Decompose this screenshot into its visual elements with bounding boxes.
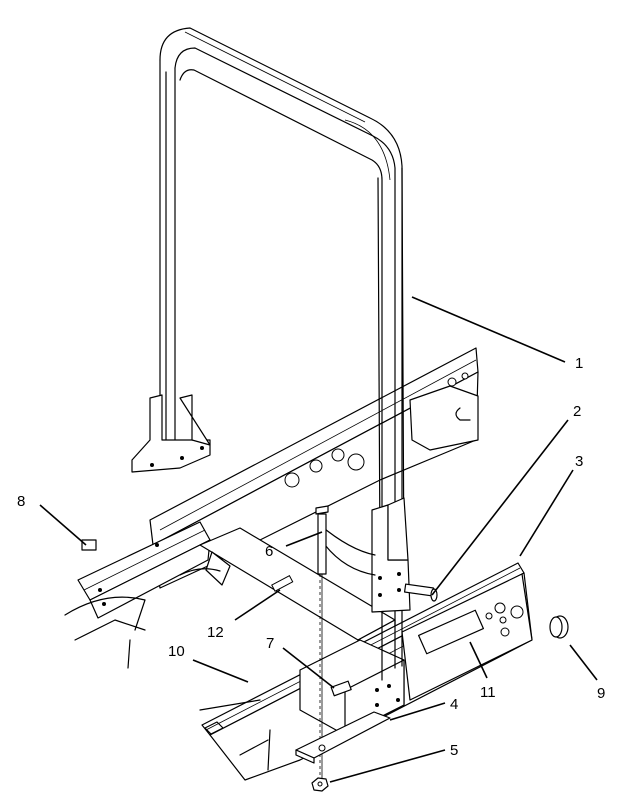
id-plate — [81, 539, 97, 551]
roll-bar-hoop — [131, 27, 411, 681]
callout-labels: 1 2 3 4 5 6 7 8 9 10 11 12 — [17, 355, 605, 759]
callout-6: 6 — [265, 543, 273, 560]
callout-1: 1 — [575, 355, 583, 372]
spacer-plate — [295, 711, 391, 764]
bolt-horizontal — [403, 583, 438, 602]
callout-4: 4 — [450, 696, 458, 713]
callout-7: 7 — [266, 635, 274, 652]
hole-plug — [549, 615, 569, 639]
callout-9: 9 — [597, 685, 605, 702]
callout-10: 10 — [168, 643, 185, 660]
callout-12: 12 — [207, 624, 224, 641]
chassis-frame — [64, 347, 533, 781]
leader-lines — [39, 296, 598, 783]
callout-2: 2 — [573, 403, 581, 420]
callout-3: 3 — [575, 453, 583, 470]
callout-5: 5 — [450, 742, 458, 759]
callout-11: 11 — [480, 684, 496, 701]
hex-nut — [311, 777, 329, 792]
callout-8: 8 — [17, 493, 25, 510]
